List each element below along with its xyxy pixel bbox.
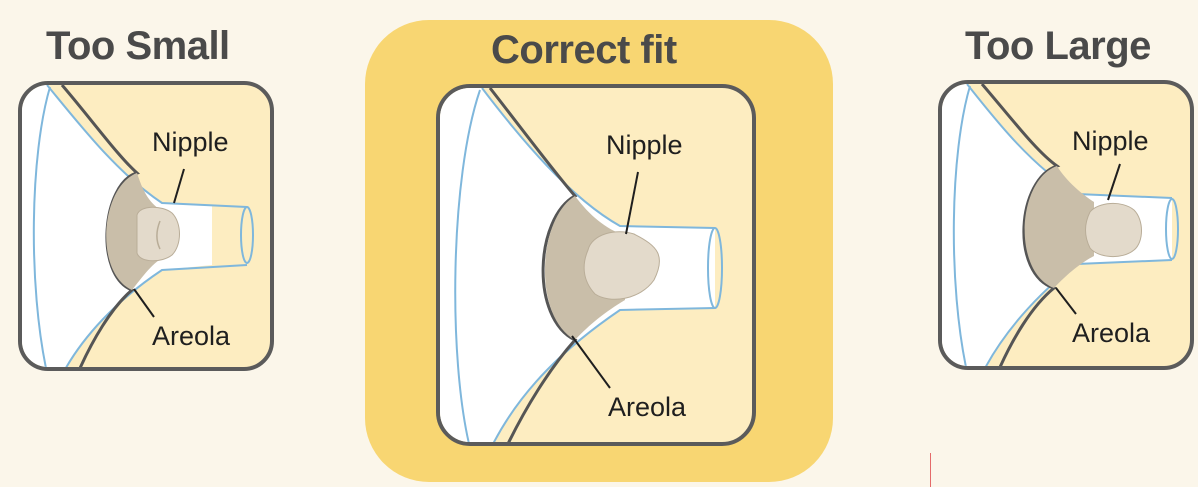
areola-label: Areola	[608, 392, 686, 423]
nipple-label: Nipple	[152, 127, 229, 158]
too-small-illustration	[22, 85, 274, 371]
red-tick-mark	[930, 453, 931, 487]
nipple-shape	[1086, 203, 1142, 256]
nipple-label: Nipple	[606, 130, 683, 161]
title-too-large: Too Large	[965, 24, 1151, 69]
nipple-pointer	[626, 172, 638, 234]
panel-correct-fit: Nipple Areola	[436, 84, 756, 446]
too-large-illustration	[942, 84, 1194, 370]
correct-fit-illustration	[440, 88, 756, 446]
panel-too-large: Nipple Areola	[938, 80, 1194, 370]
title-too-small: Too Small	[46, 24, 230, 69]
areola-pointer	[134, 289, 154, 317]
areola-pointer	[572, 336, 610, 388]
panel-too-small: Nipple Areola	[18, 81, 274, 371]
areola-pointer	[1056, 288, 1076, 314]
nipple-shape	[137, 207, 180, 261]
nipple-pointer	[174, 169, 184, 203]
nipple-label: Nipple	[1072, 126, 1149, 157]
tunnel-opening	[241, 207, 253, 263]
areola-label: Areola	[1072, 318, 1150, 349]
title-correct-fit: Correct fit	[491, 28, 677, 73]
areola-label: Areola	[152, 321, 230, 352]
